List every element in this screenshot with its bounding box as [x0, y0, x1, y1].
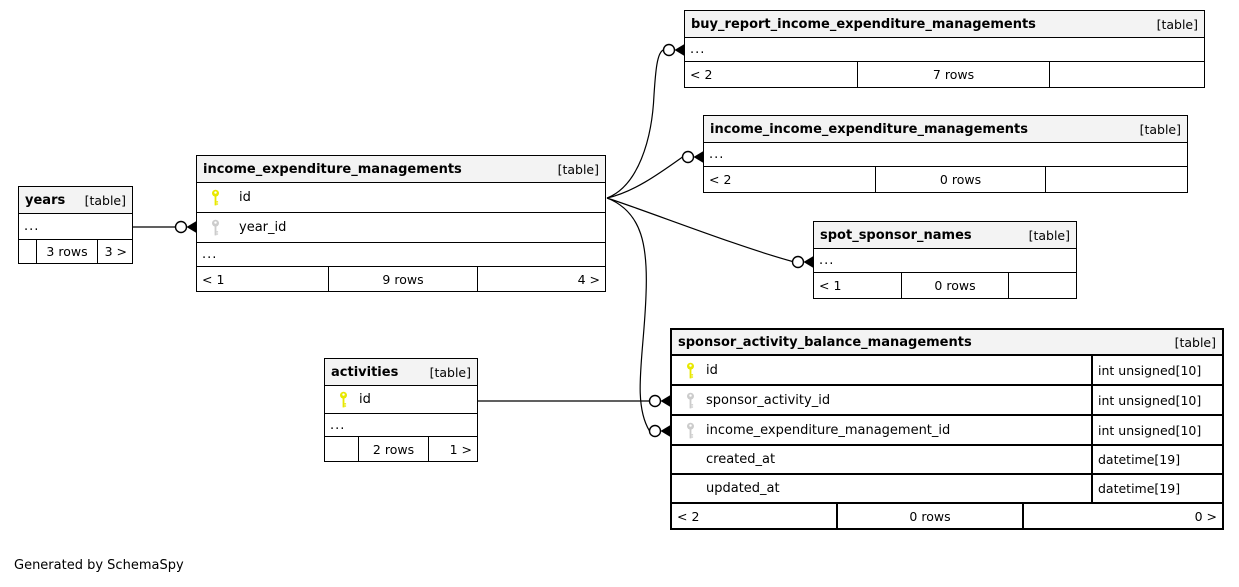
footer-children-count — [19, 240, 37, 263]
table-title: sponsor_activity_balance_managements — [678, 334, 972, 350]
column-name: created_at — [706, 452, 776, 467]
zero-cardinality-dot — [662, 43, 676, 57]
table-type-tag: [table] — [1139, 121, 1181, 137]
foreign-key-icon — [685, 422, 696, 439]
footer-row-count: 2 rows — [359, 437, 429, 461]
column-row: updated_at datetime[19] — [672, 475, 1222, 504]
column-type: int unsigned[10] — [1091, 356, 1222, 384]
table-title: spot_sponsor_names — [820, 227, 972, 243]
footer-children-count — [325, 437, 359, 461]
column-row: id — [197, 183, 605, 213]
table-type-tag: [table] — [557, 161, 599, 177]
column-name: id — [359, 392, 371, 407]
hidden-columns-row: ... — [197, 243, 605, 267]
fk-arrowhead — [803, 256, 814, 268]
column-type: datetime[19] — [1091, 446, 1222, 473]
column-name: id — [239, 190, 251, 205]
table-title: activities — [331, 364, 399, 380]
footer-children-count: < 2 — [704, 167, 876, 192]
footer-parents-count: 4 > — [577, 271, 600, 287]
footer-row-count: 9 rows — [329, 267, 478, 291]
table-spot-sponsor-names[interactable]: spot_sponsor_names [table] ... < 1 0 row… — [813, 221, 1077, 299]
footer-parents-count: 3 > — [104, 244, 127, 259]
column-row: sponsor_activity_id int unsigned[10] — [672, 386, 1222, 416]
primary-key-icon — [685, 362, 696, 379]
table-title: income_expenditure_managements — [203, 161, 462, 177]
footer-parents-count — [1050, 62, 1204, 87]
zero-cardinality-dot — [174, 220, 188, 234]
column-row: created_at datetime[19] — [672, 446, 1222, 475]
hidden-columns-row: ... — [814, 249, 1076, 273]
column-row: id — [325, 386, 477, 414]
foreign-key-icon — [210, 219, 221, 236]
zero-cardinality-dot — [648, 424, 662, 438]
generator-note: Generated by SchemaSpy — [14, 558, 184, 573]
footer-row-count: 7 rows — [858, 62, 1050, 87]
table-income-expenditure-managements[interactable]: income_expenditure_managements [table] i… — [196, 155, 606, 292]
footer-row-count: 0 rows — [876, 167, 1046, 192]
fk-arrowhead — [693, 151, 704, 163]
footer-row-count: 0 rows — [902, 273, 1009, 298]
zero-cardinality-dot — [681, 150, 695, 164]
table-income-income-expenditure-managements[interactable]: income_income_expenditure_managements [t… — [703, 115, 1188, 193]
table-type-tag: [table] — [1156, 16, 1198, 32]
zero-cardinality-dot — [648, 394, 662, 408]
column-name: id — [706, 362, 718, 378]
table-sponsor-activity-balance-managements[interactable]: sponsor_activity_balance_managements [ta… — [670, 328, 1224, 530]
fk-connector-income-incomeincome — [606, 156, 683, 199]
column-row: income_expenditure_management_id int uns… — [672, 416, 1222, 446]
hidden-columns-row: ... — [325, 414, 477, 437]
table-type-tag: [table] — [1028, 227, 1070, 243]
column-name: sponsor_activity_id — [706, 392, 831, 408]
fk-arrowhead — [660, 395, 671, 407]
footer-parents-count: 1 > — [449, 441, 472, 457]
fk-arrowhead — [660, 425, 671, 437]
footer-children-count: < 2 — [672, 504, 838, 528]
column-type: int unsigned[10] — [1091, 386, 1222, 414]
table-title: buy_report_income_expenditure_management… — [691, 16, 1036, 32]
column-name: updated_at — [706, 481, 780, 496]
fk-arrowhead — [674, 44, 685, 56]
table-buy-report-income-expenditure-managements[interactable]: buy_report_income_expenditure_management… — [684, 10, 1205, 88]
column-name: income_expenditure_management_id — [706, 422, 951, 438]
table-title: income_income_expenditure_managements — [710, 121, 1028, 137]
footer-parents-count: 0 > — [1194, 508, 1217, 524]
column-row: id int unsigned[10] — [672, 356, 1222, 386]
table-type-tag: [table] — [84, 192, 126, 208]
primary-key-icon — [210, 189, 221, 206]
column-type: datetime[19] — [1091, 475, 1222, 502]
footer-parents-count — [1009, 273, 1076, 298]
hidden-columns-row: ... — [704, 143, 1187, 167]
table-activities[interactable]: activities [table] id ... 2 rows 1 > — [324, 358, 478, 462]
footer-children-count: < 2 — [685, 62, 858, 87]
foreign-key-icon — [685, 392, 696, 409]
hidden-columns-row: ... — [685, 38, 1204, 62]
primary-key-icon — [338, 391, 349, 408]
footer-row-count: 3 rows — [37, 240, 98, 263]
footer-children-count: < 1 — [814, 273, 902, 298]
footer-row-count: 0 rows — [838, 504, 1024, 528]
fk-connector-income-spotsponsor — [606, 197, 793, 263]
footer-children-count: < 1 — [197, 267, 329, 291]
column-type: int unsigned[10] — [1091, 416, 1222, 444]
table-title: years — [25, 192, 66, 208]
hidden-columns-row: ... — [19, 214, 132, 240]
table-type-tag: [table] — [1174, 334, 1216, 350]
fk-connector-income-buyreport — [606, 49, 664, 199]
footer-parents-count — [1046, 167, 1187, 192]
table-type-tag: [table] — [429, 364, 471, 380]
table-years[interactable]: years [table] ... 3 rows 3 > — [18, 186, 133, 264]
fk-connector-income-sponsorbalance — [606, 197, 651, 432]
column-name: year_id — [239, 220, 287, 235]
column-row: year_id — [197, 213, 605, 243]
fk-arrowhead — [186, 221, 197, 233]
zero-cardinality-dot — [791, 255, 805, 269]
